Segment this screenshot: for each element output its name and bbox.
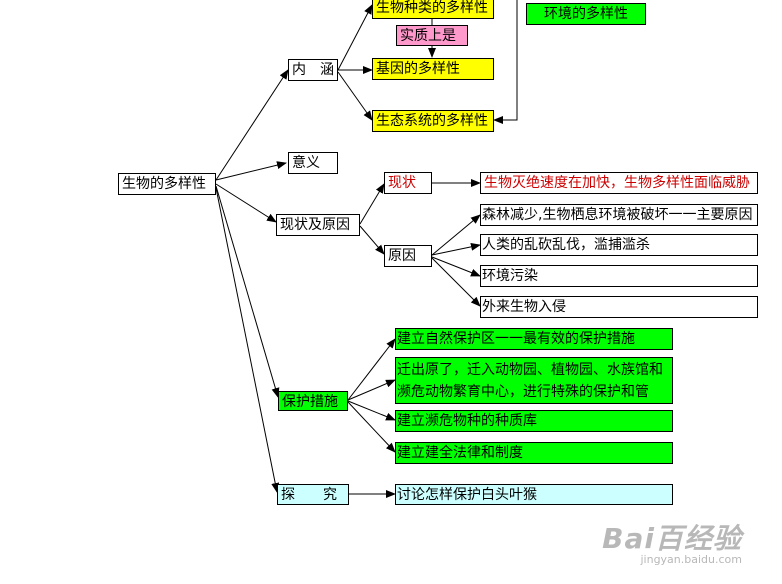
arrow-root-yiyi: [215, 161, 287, 181]
branch-status-causes: 现状及原因: [276, 214, 360, 236]
watermark-logo: Bai百经验: [602, 522, 742, 555]
arrow-root-neihan: [215, 69, 289, 181]
baidu-watermark: Bai百经验 jingyan.baidu.com: [602, 517, 742, 566]
cause-item-2: 人类的乱砍乱伐，滥捕滥杀: [480, 234, 758, 256]
cause-item-3: 环境污染: [480, 265, 758, 287]
arrow-protect-3: [347, 400, 396, 421]
ecosystem-diversity: 生态系统的多样性: [372, 110, 494, 132]
watermark-url: jingyan.baidu.com: [640, 553, 742, 566]
protection-item-3: 建立濒危物种的种质库: [395, 410, 673, 432]
gene-diversity: 基因的多样性: [372, 58, 494, 80]
essence-label: 实质上是: [396, 25, 468, 46]
arrow-root-protection: [215, 185, 280, 398]
environment-diversity: 环境的多样性: [526, 3, 646, 25]
causes-label: 原因: [384, 245, 432, 267]
arrow-cause-4: [431, 257, 481, 307]
branch-yiyi: 意义: [288, 152, 338, 174]
protection-item-1: 建立自然保护区一一最有效的保护措施: [395, 328, 673, 350]
arrow-neihan-ecosystem: [337, 71, 373, 121]
arrow-root-explore: [215, 187, 280, 493]
explore-item: 讨论怎样保护白头叶猴: [395, 484, 673, 505]
arrow-cause-2: [431, 242, 481, 256]
arrow-environment-ecosystem: [493, 0, 518, 124]
arrow-cause-1: [431, 214, 481, 256]
arrow-root-status: [215, 183, 277, 223]
status-label: 现状: [384, 172, 432, 194]
arrow-protect-1: [347, 338, 396, 401]
root-node: 生物的多样性: [118, 173, 216, 195]
branch-neihan: 内 涵: [288, 59, 338, 81]
branch-protection: 保护措施: [278, 391, 348, 411]
arrow-protect-2: [347, 379, 396, 401]
arrow-protect-4: [347, 401, 396, 453]
arrow-xz-causes: [359, 225, 385, 255]
arrow-cause-3: [431, 256, 481, 277]
protection-item-4: 建立建全法律和制度: [395, 442, 673, 464]
arrow-xz-status: [359, 183, 385, 225]
cause-item-4: 外来生物入侵: [480, 296, 758, 318]
species-diversity: 生物种类的多样性: [372, 0, 494, 19]
protection-item-2: 迁出原了，迁入动物园、植物园、水族馆和濒危动物繁育中心，进行特殊的保护和管理。: [395, 357, 673, 404]
cause-item-1: 森林减少,生物栖息环境被破坏一一主要原因: [480, 204, 758, 226]
arrow-neihan-species: [337, 4, 373, 71]
status-text: 生物灭绝速度在加快，生物多样性面临威胁: [480, 172, 758, 194]
branch-explore: 探 究: [277, 484, 349, 505]
